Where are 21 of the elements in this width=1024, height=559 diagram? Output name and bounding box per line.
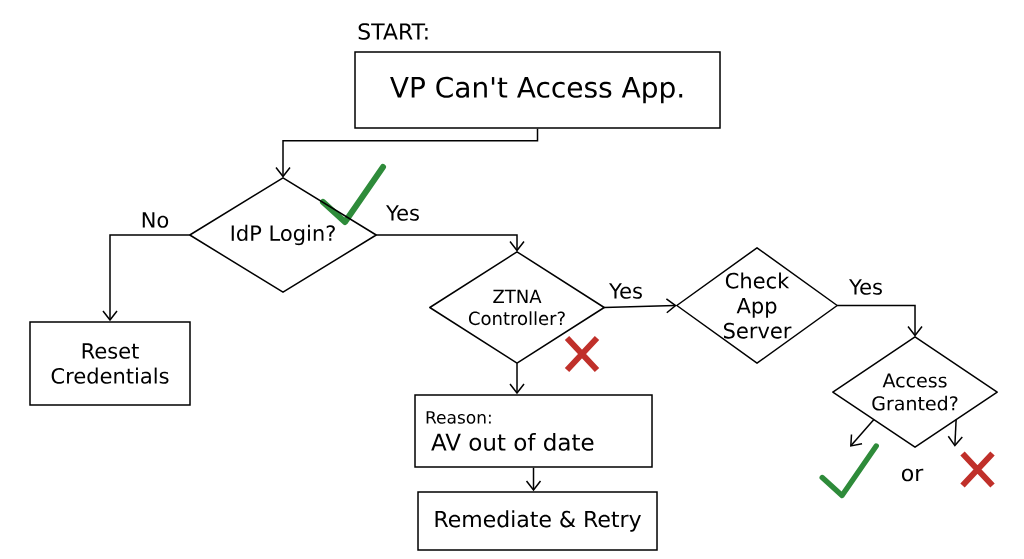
arrow (850, 418, 875, 447)
edge-label: Yes (848, 278, 884, 296)
arrow (375, 234, 525, 252)
arrow (836, 304, 923, 337)
edge-label: Yes (385, 204, 421, 222)
arrow (509, 362, 525, 395)
edge-label: No (139, 211, 171, 229)
start-label: START: (358, 23, 428, 40)
cross-mark-icon (959, 450, 996, 489)
arrow (525, 467, 542, 492)
process-box: VP Can't Access App. (354, 51, 721, 129)
arrow (947, 418, 964, 447)
process-box: Reason: AV out of date (414, 394, 653, 468)
connector-word: or (901, 468, 924, 482)
arrow (275, 128, 539, 178)
process-box: Remediate & Retry (417, 491, 658, 551)
process-box: Reset Credentials (29, 321, 191, 406)
arrow (603, 298, 677, 314)
arrow (102, 234, 191, 322)
edge-label: Yes (608, 282, 644, 300)
check-mark-icon (819, 443, 879, 499)
